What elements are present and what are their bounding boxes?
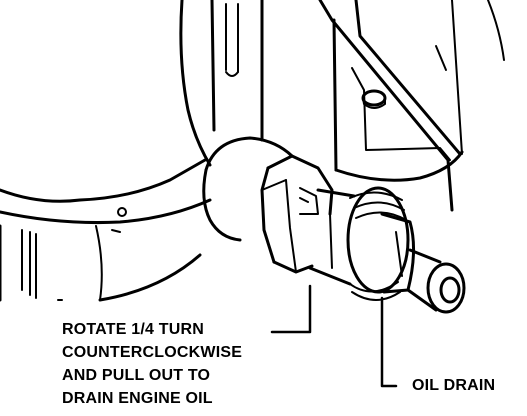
rotate-instruction-line-4: DRAIN ENGINE OIL xyxy=(62,390,213,407)
oil-drain-label: OIL DRAIN xyxy=(412,377,496,394)
rotate-instruction-line-2: COUNTERCLOCKWISE xyxy=(62,344,243,361)
leader-line-oil-drain xyxy=(380,296,398,388)
pipe xyxy=(210,0,264,142)
leader-lines xyxy=(270,284,398,388)
engine-housing xyxy=(0,0,212,302)
rotate-instruction-callout: ROTATE 1/4 TURN COUNTERCLOCKWISE AND PUL… xyxy=(62,318,242,410)
valve-body xyxy=(202,136,466,314)
leader-line-rotate xyxy=(270,284,312,334)
rotate-instruction-line-1: ROTATE 1/4 TURN xyxy=(62,321,204,338)
rotate-instruction-line-3: AND PULL OUT TO xyxy=(62,367,211,384)
mounting-bracket xyxy=(318,0,505,212)
